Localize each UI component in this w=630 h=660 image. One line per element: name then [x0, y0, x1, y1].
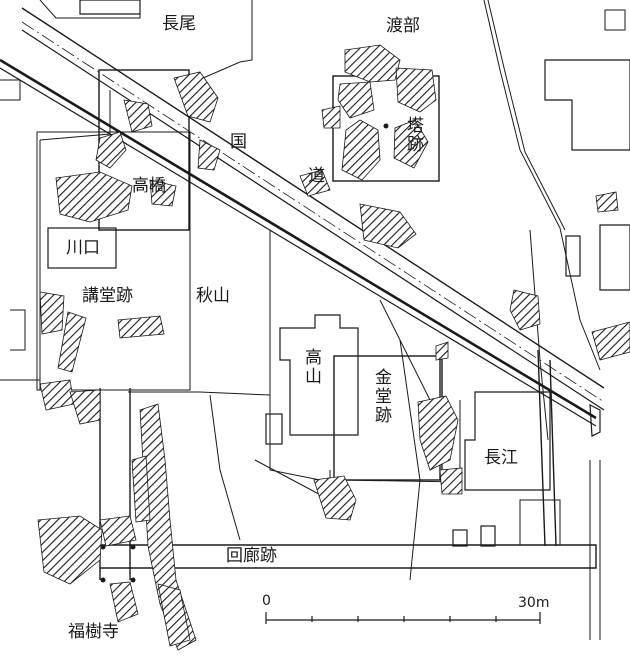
label-fukujuji: 福樹寺: [68, 622, 119, 642]
label-national-road-1: 国: [230, 132, 247, 152]
label-corridor-site: 回廊跡: [226, 546, 277, 566]
lecture-hall-outline: [36, 131, 191, 391]
label-takayama: 高山: [301, 348, 321, 386]
hatched-remains: [37, 44, 630, 651]
label-nagae: 長江: [484, 448, 518, 468]
scale-start-label: 0: [262, 593, 271, 609]
label-takahashi: 高橋: [132, 176, 166, 196]
label-pagoda-site: 塔跡: [403, 116, 423, 154]
building-outlines: [47, 0, 630, 547]
label-watanabe: 渡部: [386, 16, 420, 36]
label-lecture-hall-site: 講堂跡: [82, 286, 133, 306]
scale-bar: [265, 612, 541, 624]
corridor-outline: [100, 544, 597, 569]
scale-end-label: 30m: [518, 595, 550, 611]
label-kondo-site: 金堂跡: [371, 368, 391, 425]
label-national-road-2: 道: [308, 166, 325, 186]
label-nagao: 長尾: [162, 14, 196, 34]
label-kawaguchi: 川口: [66, 238, 100, 258]
label-akiyama: 秋山: [196, 286, 230, 306]
